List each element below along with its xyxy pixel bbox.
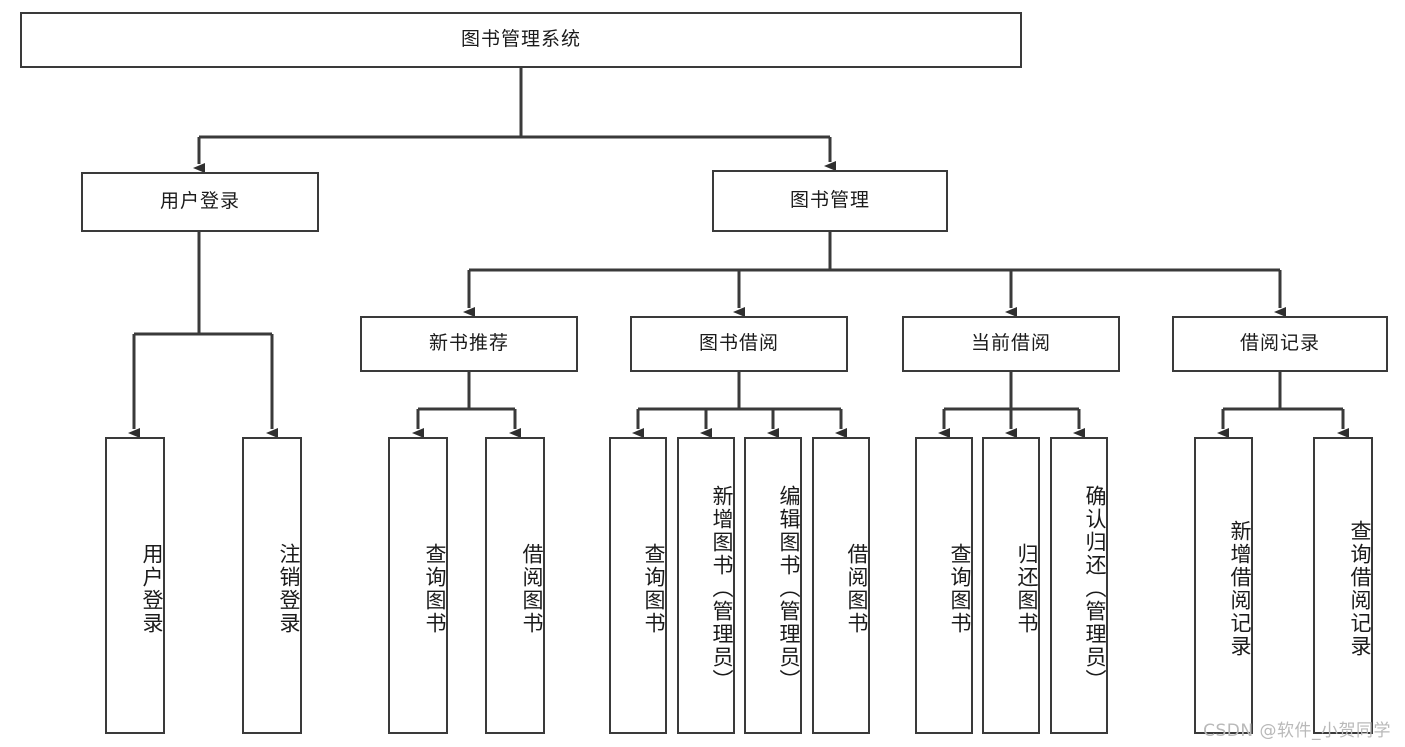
node-current-borrow[interactable]: 当前借阅 [902, 316, 1120, 372]
node-leaf-query-book-2[interactable]: 查询图书 [609, 437, 667, 734]
node-leaf-borrow-book-2[interactable]: 借阅图书 [812, 437, 870, 734]
node-leaf-borrow-book-1[interactable]: 借阅图书 [485, 437, 545, 734]
node-leaf-user-login[interactable]: 用户登录 [105, 437, 165, 734]
node-book-borrow[interactable]: 图书借阅 [630, 316, 848, 372]
node-book-manage[interactable]: 图书管理 [712, 170, 948, 232]
node-leaf-query-borrow-record[interactable]: 查询借阅记录 [1313, 437, 1373, 734]
node-leaf-query-book-1[interactable]: 查询图书 [388, 437, 448, 734]
node-leaf-return-book[interactable]: 归还图书 [982, 437, 1040, 734]
node-leaf-add-book-admin[interactable]: 新增图书（管理员） [677, 437, 735, 734]
node-leaf-edit-book-admin[interactable]: 编辑图书（管理员） [744, 437, 802, 734]
node-leaf-query-book-3[interactable]: 查询图书 [915, 437, 973, 734]
node-root[interactable]: 图书管理系统 [20, 12, 1022, 68]
node-user-login[interactable]: 用户登录 [81, 172, 319, 232]
node-borrow-record[interactable]: 借阅记录 [1172, 316, 1388, 372]
watermark-text: CSDN @软件_小贺同学 [1203, 721, 1391, 741]
node-leaf-logout[interactable]: 注销登录 [242, 437, 302, 734]
node-leaf-confirm-return-admin[interactable]: 确认归还（管理员） [1050, 437, 1108, 734]
node-new-book-recommend[interactable]: 新书推荐 [360, 316, 578, 372]
node-leaf-add-borrow-record[interactable]: 新增借阅记录 [1194, 437, 1253, 734]
